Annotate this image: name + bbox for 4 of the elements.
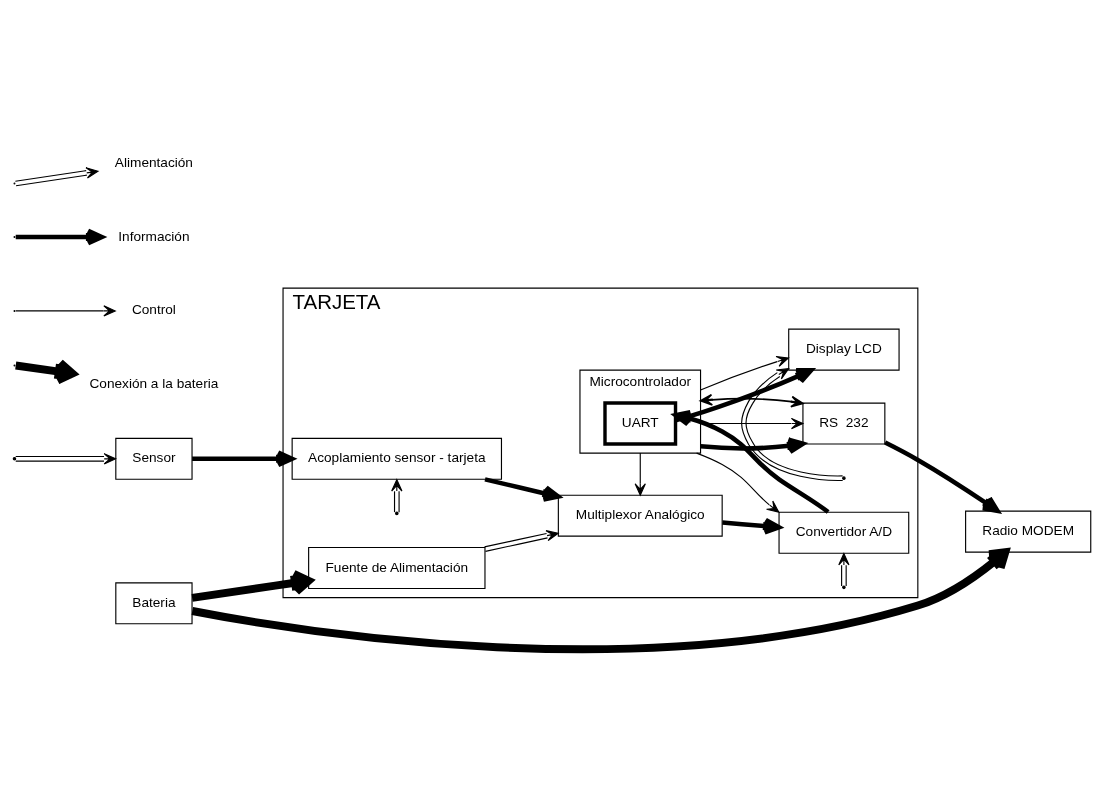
- legend-label: Información: [118, 228, 190, 243]
- legend-label: Conexión a la bateria: [89, 375, 219, 391]
- legend-label: Alimentación: [114, 154, 193, 170]
- legend-label: Control: [131, 301, 176, 317]
